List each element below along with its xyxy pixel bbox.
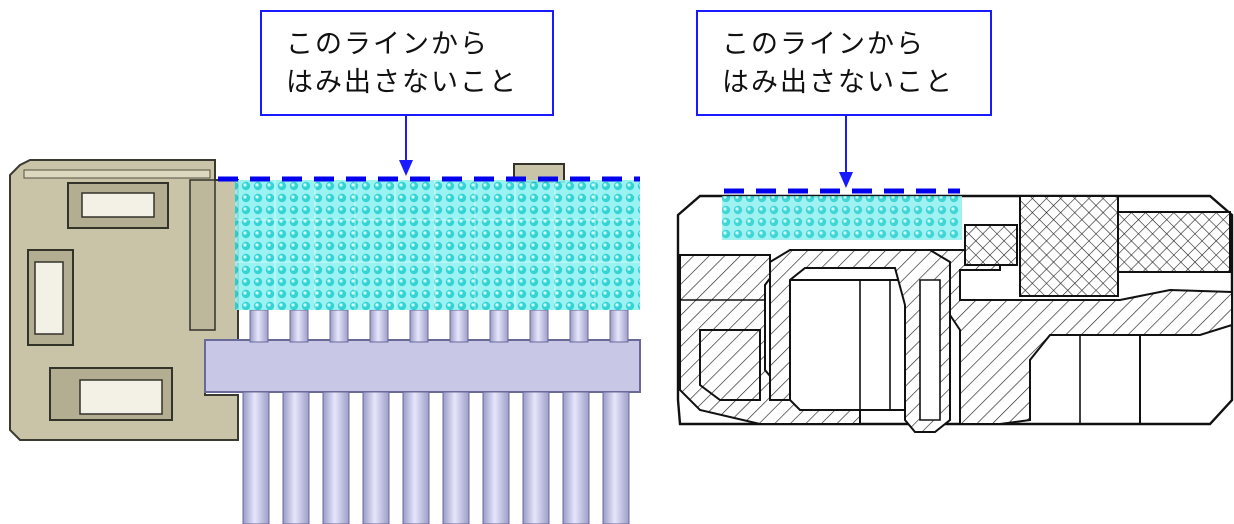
callout-box-left: このラインから はみ出さないこと <box>260 10 554 116</box>
keepout-zone-left <box>235 180 640 310</box>
contact-shell <box>769 249 951 433</box>
keepout-zone-left-grid <box>235 180 640 310</box>
callout-box-right: このラインから はみ出さないこと <box>696 10 992 116</box>
pcb-bar <box>204 339 641 393</box>
arrow-right <box>839 116 853 188</box>
keepout-zone-right <box>722 196 962 240</box>
callout-right-line2: はみ出さないこと <box>722 67 954 98</box>
callout-left-line2: はみ出さないこと <box>286 67 518 98</box>
crosshatch-block-2 <box>1117 211 1231 273</box>
right-cross-section <box>676 116 1234 433</box>
callout-right-line1: このラインから <box>722 29 925 60</box>
crosshatch-block-1 <box>1019 195 1119 297</box>
arrow-left <box>399 116 413 176</box>
left-connector-illustration <box>9 116 641 524</box>
callout-left-line1: このラインから <box>286 29 489 60</box>
upper-pins <box>249 309 629 343</box>
lower-pins <box>242 391 630 524</box>
